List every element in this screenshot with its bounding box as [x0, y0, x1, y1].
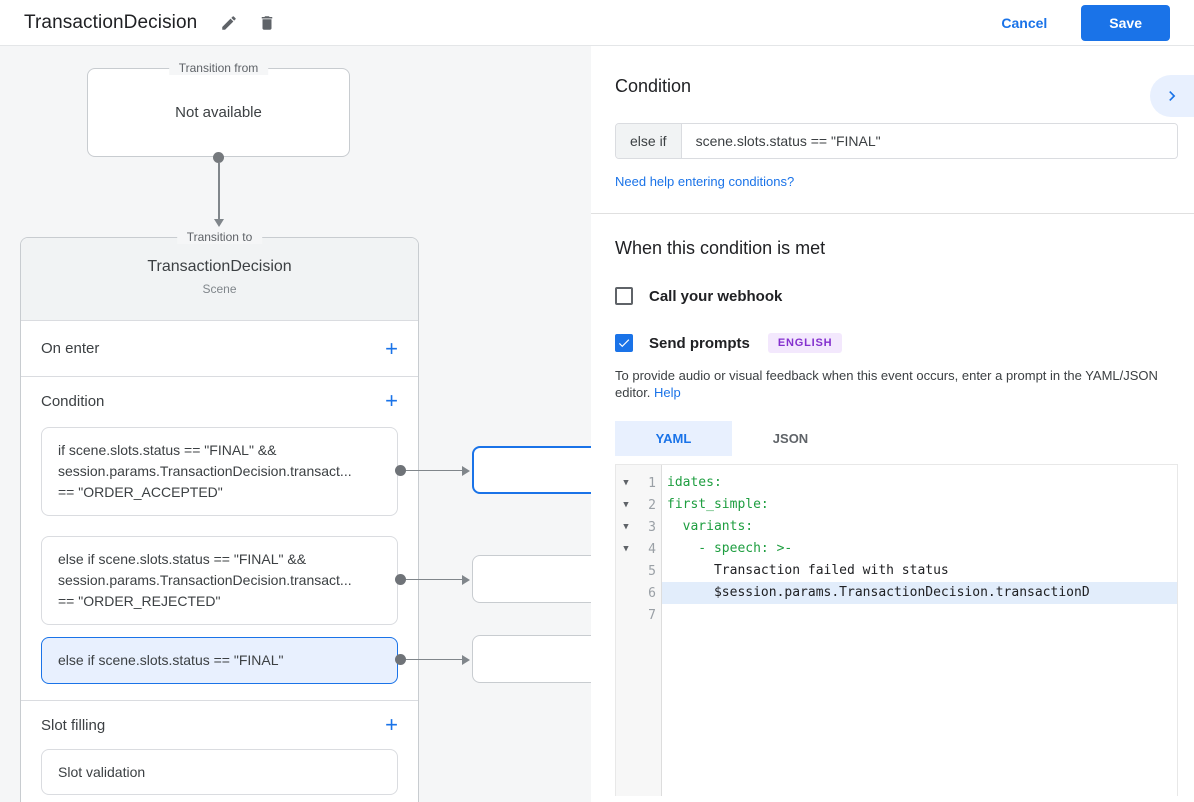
send-prompts-label[interactable]: Send prompts — [649, 334, 750, 352]
arrow-head-icon — [462, 465, 470, 476]
condition-text: session.params.TransactionDecision.trans… — [58, 463, 352, 479]
tab-yaml[interactable]: YAML — [615, 421, 732, 456]
slot-filling-label: Slot filling — [41, 716, 106, 734]
editor-code-area[interactable]: idates: first_simple: variants: - speech… — [662, 465, 1177, 796]
condition-text: == "ORDER_REJECTED" — [58, 593, 221, 609]
scene-type: Scene — [202, 282, 237, 296]
line-number: 6 — [648, 585, 656, 601]
delete-icon[interactable] — [257, 13, 277, 33]
arrow-head-icon — [213, 219, 224, 227]
webhook-checkbox[interactable] — [615, 287, 633, 305]
code-line — [662, 604, 1177, 626]
code-line: Transaction failed with status — [667, 563, 949, 578]
scene-flow-canvas: Transition from Not available Transition… — [0, 46, 591, 802]
condition-3-connector — [395, 654, 470, 665]
scene-name: TransactionDecision — [147, 258, 292, 275]
code-line-highlighted: $session.params.TransactionDecision.tran… — [662, 582, 1177, 604]
tab-json[interactable]: JSON — [772, 431, 809, 446]
condition-item-1[interactable]: if scene.slots.status == "FINAL" && sess… — [41, 427, 398, 516]
connector-dot — [395, 574, 406, 585]
transition-to-legend: Transition to — [176, 230, 263, 244]
fold-arrow-icon[interactable]: ▼ — [623, 478, 629, 488]
line-number: 3 — [648, 519, 656, 535]
condition-prefix: else if — [616, 124, 682, 158]
add-on-enter-button[interactable]: + — [385, 335, 398, 361]
on-enter-label: On enter — [41, 340, 100, 357]
send-prompts-checkbox[interactable] — [615, 334, 633, 352]
scene-card-header: TransactionDecision Scene — [21, 238, 418, 321]
fold-arrow-icon[interactable]: ▼ — [623, 544, 629, 554]
connector-dot — [395, 654, 406, 665]
condition-text: if scene.slots.status == "FINAL" && — [58, 442, 277, 458]
language-badge: ENGLISH — [767, 333, 843, 353]
condition-expression-input[interactable] — [681, 124, 1177, 158]
code-line: variants: — [667, 519, 754, 534]
editor-gutter: ▼ 1 ▼ 2 ▼ 3 ▼ 4 5 6 7 — [616, 465, 662, 796]
checkmark-icon — [618, 339, 630, 348]
condition-item-2[interactable]: else if scene.slots.status == "FINAL" &&… — [41, 536, 398, 625]
line-number: 1 — [648, 475, 656, 491]
line-number: 7 — [648, 607, 656, 623]
condition-text: else if scene.slots.status == "FINAL" && — [58, 551, 307, 567]
condition-text: else if scene.slots.status == "FINAL" — [58, 652, 284, 668]
code-line: first_simple: — [667, 497, 769, 512]
when-condition-title: When this condition is met — [615, 238, 826, 258]
on-enter-section: On enter + — [21, 321, 418, 377]
slot-validation-item[interactable]: Slot validation — [41, 749, 398, 795]
target-scene-box-3[interactable] — [472, 635, 591, 683]
send-prompts-row: Send prompts ENGLISH — [615, 333, 1178, 353]
condition-2-connector — [395, 574, 470, 585]
target-scene-box-1[interactable] — [472, 446, 591, 494]
save-button[interactable]: Save — [1081, 4, 1170, 41]
code-line: - speech: >- — [667, 541, 793, 556]
webhook-row: Call your webhook — [615, 287, 1178, 305]
prompt-description: To provide audio or visual feedback when… — [615, 367, 1178, 401]
webhook-label[interactable]: Call your webhook — [649, 287, 783, 305]
condition-section: Condition + if scene.slots.status == "FI… — [21, 377, 418, 701]
top-bar: TransactionDecision Cancel Save — [0, 0, 1194, 46]
condition-label: Condition — [41, 392, 105, 410]
target-scene-box-2[interactable] — [472, 555, 591, 603]
line-number: 4 — [648, 541, 656, 557]
transition-to-card: Transition to TransactionDecision Scene … — [20, 230, 419, 802]
transition-from-legend: Transition from — [168, 61, 269, 75]
condition-item-3-selected[interactable]: else if scene.slots.status == "FINAL" — [41, 637, 398, 684]
help-link[interactable]: Help — [654, 385, 681, 400]
condition-editor-panel: Condition else if Need help entering con… — [591, 46, 1194, 802]
condition-help-link[interactable]: Need help entering conditions? — [615, 174, 795, 189]
collapse-panel-button[interactable] — [1150, 75, 1194, 117]
panel-title: Condition — [615, 76, 692, 96]
chevron-right-icon — [1169, 91, 1176, 101]
condition-text: session.params.TransactionDecision.trans… — [58, 572, 352, 588]
prompt-description-text: To provide audio or visual feedback when… — [615, 368, 1158, 400]
line-number: 5 — [648, 563, 656, 579]
condition-text: == "ORDER_ACCEPTED" — [58, 484, 223, 500]
arrow-head-icon — [462, 654, 470, 665]
editor-tabs: YAML JSON — [615, 421, 1178, 456]
connector-dot — [213, 152, 224, 163]
page-title: TransactionDecision — [24, 11, 198, 33]
fold-arrow-icon[interactable]: ▼ — [623, 500, 629, 510]
edit-icon[interactable] — [219, 13, 239, 33]
transition-arrow — [213, 152, 224, 227]
arrow-head-icon — [462, 574, 470, 585]
transition-from-value: Not available — [175, 104, 262, 121]
line-number: 2 — [648, 497, 656, 513]
cancel-button[interactable]: Cancel — [989, 7, 1059, 39]
yaml-code-editor[interactable]: ▼ 1 ▼ 2 ▼ 3 ▼ 4 5 6 7 idates: first_simple: … — [615, 464, 1178, 796]
fold-arrow-icon[interactable]: ▼ — [623, 522, 629, 532]
condition-input-group: else if — [615, 123, 1178, 159]
divider — [591, 213, 1194, 214]
code-line: idates: — [667, 475, 722, 490]
connector-dot — [395, 465, 406, 476]
slot-filling-section: Slot filling + Slot validation — [21, 701, 418, 795]
add-slot-button[interactable]: + — [385, 712, 398, 737]
transition-from-box: Transition from Not available — [87, 61, 350, 157]
condition-1-connector — [395, 465, 470, 476]
add-condition-button[interactable]: + — [385, 388, 398, 413]
